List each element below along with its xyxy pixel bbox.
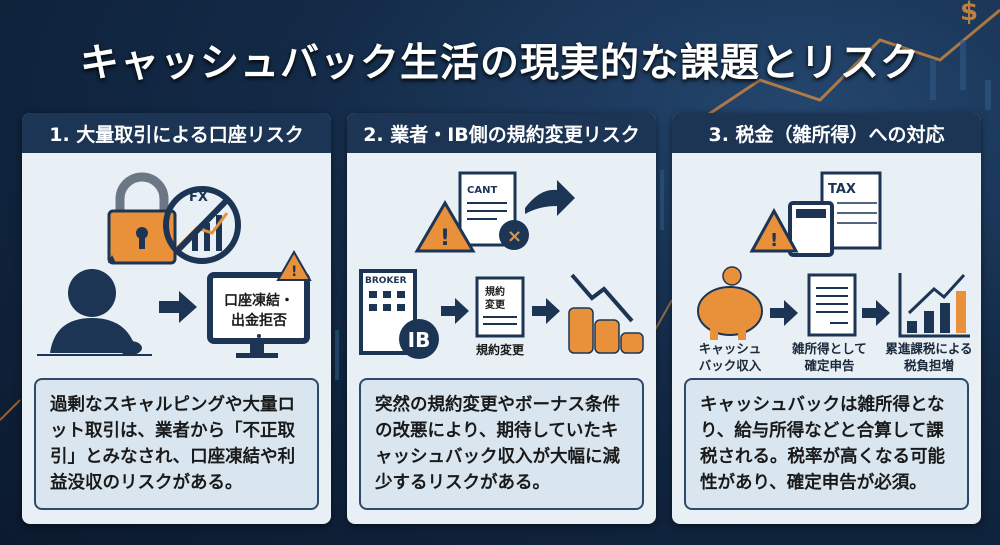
description-box: キャッシュバックは雑所得となり、給与所得などと合算して課税される。税率が高くなる… xyxy=(684,378,969,510)
description-box: 過剰なスキャルピングや大量ロット取引は、業者から「不正取引」とみなされ、口座凍結… xyxy=(34,378,319,510)
svg-text:規約: 規約 xyxy=(485,285,505,298)
panel-heading: 1. 大量取引による口座リスク xyxy=(22,113,331,153)
broker-label: BROKER xyxy=(365,276,407,286)
caption: 規約変更 xyxy=(476,342,525,357)
svg-text:!: ! xyxy=(291,264,297,280)
rising-tax-chart-icon xyxy=(898,273,970,338)
description-box: 突然の規約変更やボーナス条件の改悪により、期待していたキャッシュバック収入が大幅… xyxy=(359,378,644,510)
step-label-income: キャッシュ バック収入 xyxy=(698,341,762,373)
fx-label: FX xyxy=(189,190,208,205)
svg-text:!: ! xyxy=(770,230,778,251)
contract-warning-icon: CANT ! × xyxy=(414,171,575,253)
panel-tax-handling: 3. 税金（雑所得）への対応 TAX ! キャッシュ バック収入 雑所得として … xyxy=(672,113,981,524)
arrow-right-icon xyxy=(441,298,469,324)
monitor-text: 出金拒否 xyxy=(231,312,287,329)
panel-account-risk: 1. 大量取引による口座リスク FX ! 口座凍結・ 出金拒否 過剰なスキャルピ… xyxy=(22,113,331,524)
arrow-right-icon xyxy=(770,300,798,326)
decreasing-coins-icon xyxy=(568,273,644,354)
svg-text:$: $ xyxy=(960,0,978,27)
panel-heading: 2. 業者・IB側の規約変更リスク xyxy=(347,113,656,153)
monitor-warning-icon: ! 口座凍結・ 出金拒否 xyxy=(207,249,312,358)
step-label-filing: 雑所得として 確定申告 xyxy=(792,341,867,373)
svg-text:変更: 変更 xyxy=(485,298,506,311)
lock-icon xyxy=(107,172,177,265)
arrow-right-icon xyxy=(862,300,890,326)
ib-label: IB xyxy=(408,328,431,352)
step-label-tax-burden: 累進課税による 税負担増 xyxy=(885,341,973,373)
panel-heading: 3. 税金（雑所得）への対応 xyxy=(672,113,981,153)
tax-label: TAX xyxy=(828,182,856,197)
arrow-right-icon xyxy=(159,291,197,323)
tax-return-document-icon xyxy=(807,273,857,337)
stressed-trader-icon xyxy=(37,255,152,356)
tax-documents-icon: TAX ! xyxy=(749,171,882,257)
doc-label: CANT xyxy=(467,185,497,196)
svg-text:×: × xyxy=(507,226,522,247)
broker-building-icon: BROKER IB xyxy=(359,269,439,359)
monitor-text: 口座凍結・ xyxy=(224,292,294,309)
panel-terms-change-risk: 2. 業者・IB側の規約変更リスク CANT ! × BROKER IB 規約 … xyxy=(347,113,656,524)
page-title: キャッシュバック生活の現実的な課題とリスク xyxy=(79,41,920,86)
arrow-right-icon xyxy=(532,298,560,324)
no-fx-icon: FX xyxy=(163,186,241,264)
svg-text:!: ! xyxy=(440,226,450,251)
piggy-bank-icon xyxy=(697,266,763,340)
terms-document-icon: 規約 変更 規約変更 xyxy=(475,276,525,357)
